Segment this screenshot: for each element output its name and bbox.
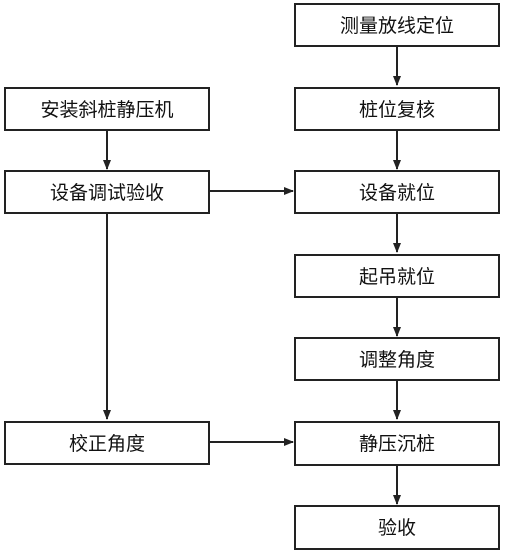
node-acceptance-box — [294, 505, 500, 550]
node-install-machine-label: 安装斜桩静压机 — [40, 99, 173, 121]
node-hoist-position-label: 起吊就位 — [359, 266, 435, 288]
node-static-press-box — [294, 421, 500, 466]
node-survey-box — [294, 3, 500, 47]
node-hoist-position-box — [294, 254, 500, 298]
node-equipment-debug-box — [4, 170, 210, 214]
node-correct-angle-label: 校正角度 — [69, 433, 145, 455]
node-equipment-position-label: 设备就位 — [359, 182, 435, 204]
node-acceptance-label: 验收 — [378, 517, 416, 539]
node-correct-angle-box — [4, 421, 210, 465]
node-install-machine-box — [4, 87, 210, 131]
node-equipment-debug-label: 设备调试验收 — [50, 182, 164, 204]
node-equipment-position-box — [294, 170, 500, 214]
node-pile-recheck-box — [294, 87, 500, 131]
node-survey-label: 测量放线定位 — [340, 15, 454, 37]
node-pile-recheck-label: 桩位复核 — [359, 99, 435, 121]
node-static-press-label: 静压沉桩 — [359, 433, 435, 455]
node-adjust-angle-box — [294, 337, 500, 381]
node-adjust-angle-label: 调整角度 — [359, 349, 435, 371]
